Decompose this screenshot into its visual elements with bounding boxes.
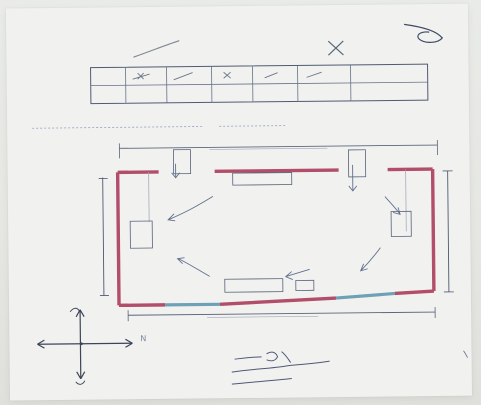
flow-arrows xyxy=(167,163,401,280)
compass-north-label: N xyxy=(140,334,147,344)
entry-label-left xyxy=(173,149,192,175)
left-side-label xyxy=(129,220,153,249)
top-scribble-line xyxy=(133,40,180,58)
scale-line xyxy=(32,125,288,129)
label-boxes xyxy=(129,149,412,293)
room-outline xyxy=(115,167,436,308)
side-dimension-lines xyxy=(98,170,454,296)
signature-scribble xyxy=(404,23,444,43)
top-dimension-line xyxy=(118,140,438,159)
bottom-dimension-line xyxy=(127,307,436,322)
bottom-small-label xyxy=(295,279,315,291)
x-mark xyxy=(327,40,344,56)
top-center-label xyxy=(232,172,293,186)
compass-rose xyxy=(37,307,133,385)
floor-plan-diagram xyxy=(32,23,468,385)
bottom-handwriting xyxy=(231,350,468,385)
bottom-center-label xyxy=(224,278,284,293)
top-table xyxy=(90,63,429,105)
right-side-label xyxy=(390,210,412,237)
paper-sheet: N xyxy=(5,3,472,401)
entry-label-right xyxy=(348,149,367,178)
